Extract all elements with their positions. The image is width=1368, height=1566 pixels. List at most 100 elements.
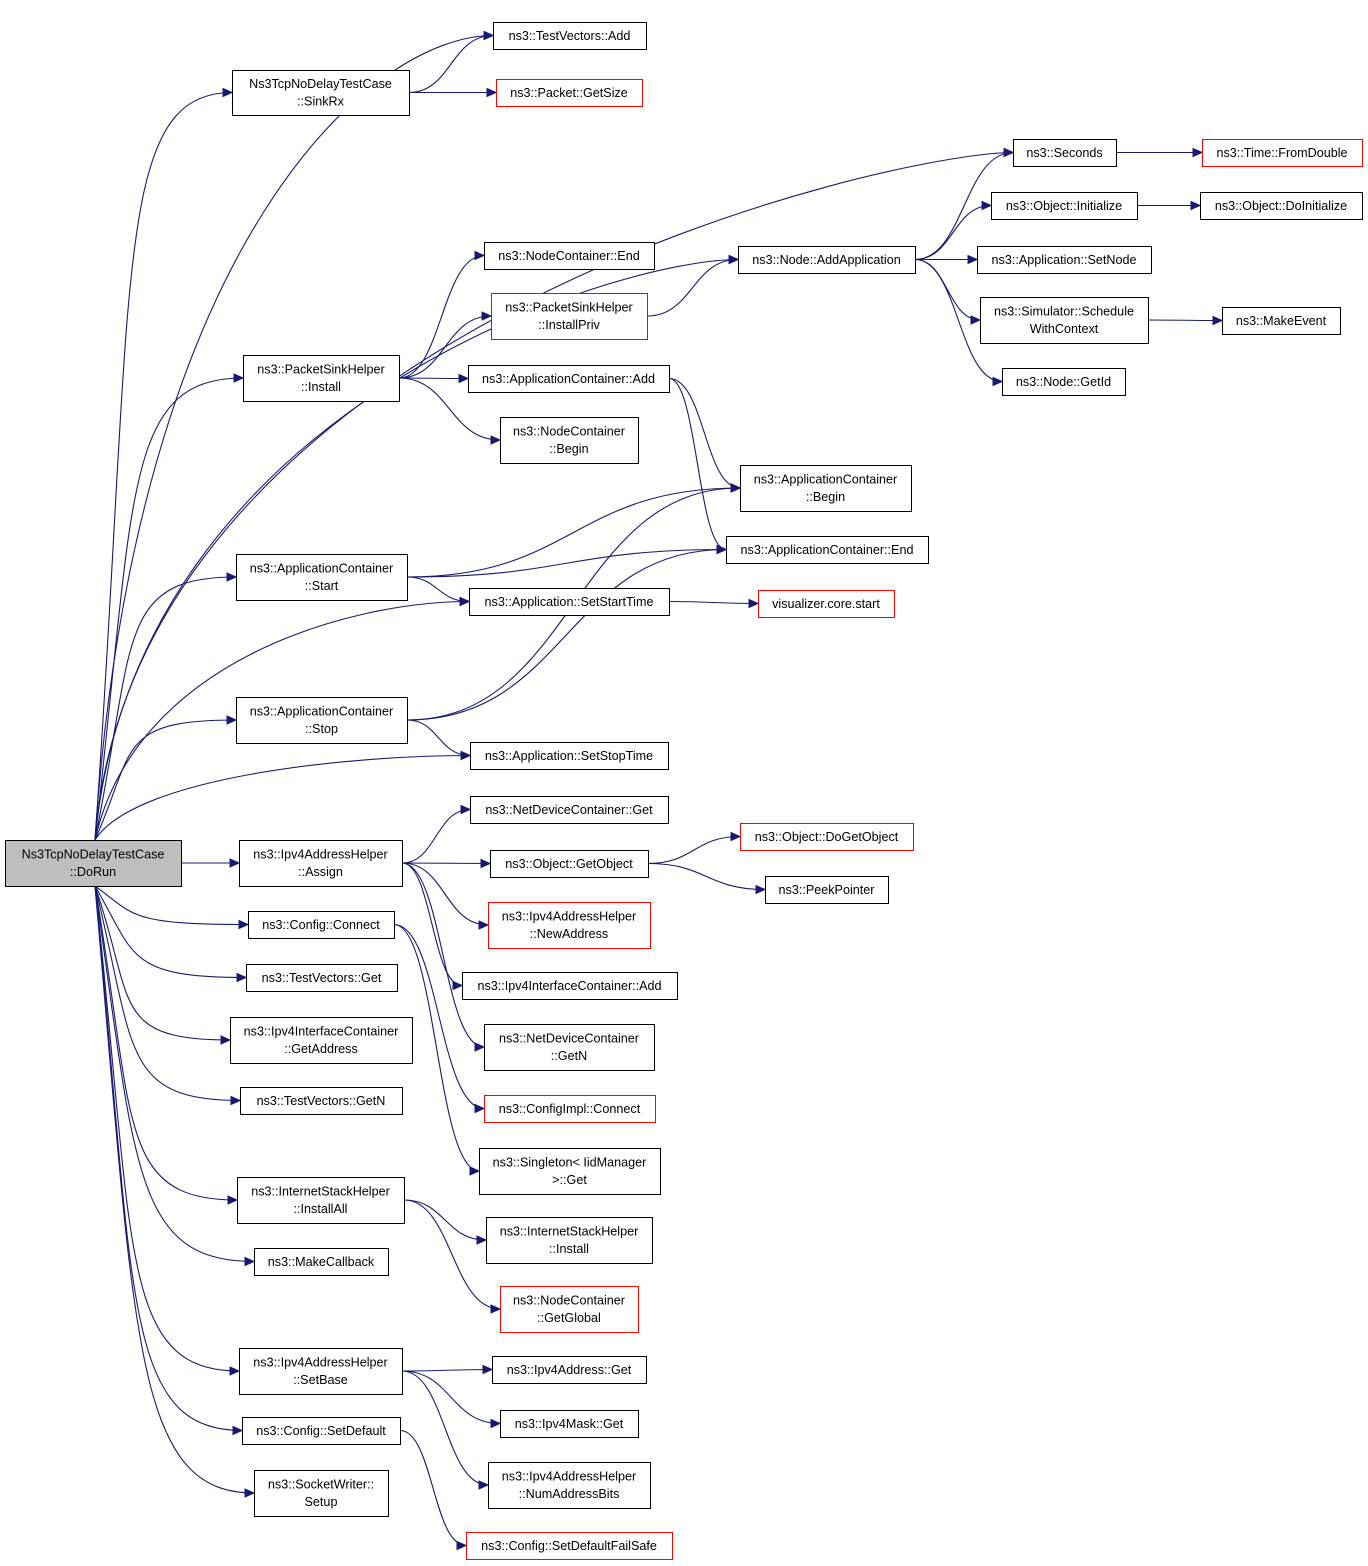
node-ndc-get-n[interactable]: ns3::NetDeviceContainer::GetN xyxy=(484,1024,655,1071)
edge-do-run-to-config-set-default xyxy=(94,885,243,1432)
node-label: ns3::Config::SetDefaultFailSafe xyxy=(481,1539,657,1553)
node-label: ns3::Ipv4AddressHelper xyxy=(502,910,636,924)
node-box xyxy=(239,1348,403,1395)
edge-iah-assign-to-obj-get-object xyxy=(401,862,491,865)
node-obj-do-initialize[interactable]: ns3::Object::DoInitialize xyxy=(1200,192,1363,220)
node-label: ::InstallAll xyxy=(294,1202,348,1216)
node-box xyxy=(243,355,400,402)
node-label: >::Get xyxy=(552,1173,587,1187)
arrowhead-obj-initialize xyxy=(981,200,993,211)
node-psh-install[interactable]: ns3::PacketSinkHelper::Install xyxy=(243,355,400,402)
node-make-event[interactable]: ns3::MakeEvent xyxy=(1222,307,1341,335)
node-box xyxy=(726,536,929,564)
node-time-from-double[interactable]: ns3::Time::FromDouble xyxy=(1202,139,1363,167)
node-node-get-id[interactable]: ns3::Node::GetId xyxy=(1002,368,1126,396)
node-ac-add[interactable]: ns3::ApplicationContainer::Add xyxy=(468,365,670,393)
node-label: ns3::ApplicationContainer xyxy=(250,705,394,719)
arrowhead-ac-end xyxy=(716,544,728,555)
arrowhead-time-from-double xyxy=(1192,147,1204,158)
node-packet-get-size[interactable]: ns3::Packet::GetSize xyxy=(496,79,643,107)
node-config-set-default-fail-safe[interactable]: ns3::Config::SetDefaultFailSafe xyxy=(466,1532,673,1560)
edge-app-set-start-time-to-viz-start xyxy=(668,600,759,605)
node-label: ::Begin xyxy=(806,490,845,504)
arrowhead-iic-get-address xyxy=(220,1035,232,1045)
node-seconds[interactable]: ns3::Seconds xyxy=(1013,139,1117,167)
node-ac-end[interactable]: ns3::ApplicationContainer::End xyxy=(726,536,929,564)
node-nc-begin[interactable]: ns3::NodeContainer::Begin xyxy=(500,417,639,464)
node-iah-num-address-bits[interactable]: ns3::Ipv4AddressHelper::NumAddressBits xyxy=(488,1462,651,1509)
edge-iah-assign-to-ndc-get-n xyxy=(401,862,485,1048)
node-box xyxy=(490,850,649,878)
node-box xyxy=(980,297,1149,344)
arrowhead-app-set-start-time xyxy=(459,596,471,607)
edge-do-run-to-ish-install-all xyxy=(94,885,238,1201)
node-box xyxy=(462,972,678,1000)
node-make-callback[interactable]: ns3::MakeCallback xyxy=(254,1248,389,1276)
node-box xyxy=(254,1248,389,1276)
node-ish-install[interactable]: ns3::InternetStackHelper::Install xyxy=(486,1217,653,1264)
arrowhead-iah-num-address-bits xyxy=(478,1480,490,1490)
node-box xyxy=(470,796,669,824)
node-label: ::Stop xyxy=(305,722,338,736)
node-ipv4-mask-get[interactable]: ns3::Ipv4Mask::Get xyxy=(500,1410,639,1438)
edge-do-run-to-make-callback xyxy=(94,885,255,1263)
node-config-impl-connect[interactable]: ns3::ConfigImpl::Connect xyxy=(484,1095,656,1123)
node-socket-writer-setup[interactable]: ns3::SocketWriter::Setup xyxy=(254,1470,389,1517)
node-box xyxy=(232,70,410,116)
node-obj-initialize[interactable]: ns3::Object::Initialize xyxy=(991,192,1138,220)
node-box xyxy=(492,1356,647,1384)
node-ac-start[interactable]: ns3::ApplicationContainer::Start xyxy=(236,554,408,601)
node-box xyxy=(242,1417,401,1445)
node-obj-get-object[interactable]: ns3::Object::GetObject xyxy=(490,850,649,878)
node-box xyxy=(500,1286,639,1333)
node-label: ns3::Singleton< IidManager xyxy=(493,1156,647,1170)
edge-do-run-to-tv-add xyxy=(94,34,494,841)
edge-iah-assign-to-iah-new-address xyxy=(401,862,489,926)
arrowhead-node-get-id xyxy=(992,376,1004,387)
node-app-set-stop-time[interactable]: ns3::Application::SetStopTime xyxy=(470,742,669,770)
node-label: ns3::Object::DoInitialize xyxy=(1215,199,1347,213)
node-peek-pointer[interactable]: ns3::PeekPointer xyxy=(765,876,889,904)
arrowhead-ipv4-address-get xyxy=(482,1364,494,1375)
node-iic-add[interactable]: ns3::Ipv4InterfaceContainer::Add xyxy=(462,972,678,1000)
node-label: ns3::Simulator::Schedule xyxy=(994,305,1134,319)
node-nc-end[interactable]: ns3::NodeContainer::End xyxy=(484,242,655,270)
edge-ac-add-to-ac-begin xyxy=(668,377,741,489)
node-app-set-node[interactable]: ns3::Application::SetNode xyxy=(977,246,1152,274)
node-app-set-start-time[interactable]: ns3::Application::SetStartTime xyxy=(469,588,670,616)
node-config-set-default[interactable]: ns3::Config::SetDefault xyxy=(242,1417,401,1445)
node-nc-get-global[interactable]: ns3::NodeContainer::GetGlobal xyxy=(500,1286,639,1333)
node-ish-install-all[interactable]: ns3::InternetStackHelper::InstallAll xyxy=(237,1177,405,1224)
node-tv-get-n[interactable]: ns3::TestVectors::GetN xyxy=(240,1087,403,1115)
node-psh-install-priv[interactable]: ns3::PacketSinkHelper::InstallPriv xyxy=(491,293,648,340)
node-iah-set-base[interactable]: ns3::Ipv4AddressHelper::SetBase xyxy=(239,1348,403,1395)
edge-ish-install-all-to-ish-install xyxy=(403,1199,487,1241)
node-node-add-application[interactable]: ns3::Node::AddApplication xyxy=(738,246,916,274)
node-ndc-get[interactable]: ns3::NetDeviceContainer::Get xyxy=(470,796,669,824)
arrowhead-ac-add xyxy=(458,373,470,384)
node-ac-begin[interactable]: ns3::ApplicationContainer::Begin xyxy=(740,465,912,512)
node-do-run[interactable]: Ns3TcpNoDelayTestCase::DoRun xyxy=(5,840,182,887)
edge-psh-install-to-psh-install-priv xyxy=(398,315,492,379)
node-tv-add[interactable]: ns3::TestVectors::Add xyxy=(493,22,647,50)
node-ipv4-address-get[interactable]: ns3::Ipv4Address::Get xyxy=(492,1356,647,1384)
arrowhead-ac-start xyxy=(226,572,238,582)
node-config-connect[interactable]: ns3::Config::Connect xyxy=(248,911,395,939)
edge-config-connect-to-singleton-get xyxy=(393,923,480,1172)
node-singleton-get[interactable]: ns3::Singleton< IidManager >::Get xyxy=(479,1148,661,1195)
arrowhead-node-add-application xyxy=(728,254,740,265)
node-iah-new-address[interactable]: ns3::Ipv4AddressHelper::NewAddress xyxy=(488,902,651,949)
node-sink-rx[interactable]: Ns3TcpNoDelayTestCase::SinkRx xyxy=(232,70,410,116)
node-ac-stop[interactable]: ns3::ApplicationContainer::Stop xyxy=(236,697,408,744)
node-box xyxy=(484,1024,655,1071)
node-label: ns3::Ipv4Address::Get xyxy=(507,1363,632,1377)
node-box xyxy=(466,1532,673,1560)
node-obj-do-get-object[interactable]: ns3::Object::DoGetObject xyxy=(740,823,914,851)
node-iah-assign[interactable]: ns3::Ipv4AddressHelper::Assign xyxy=(239,840,403,887)
arrowhead-make-callback xyxy=(244,1256,256,1267)
node-viz-start[interactable]: visualizer.core.start xyxy=(758,590,895,618)
node-iic-get-address[interactable]: ns3::Ipv4InterfaceContainer::GetAddress xyxy=(230,1017,413,1064)
node-tv-get[interactable]: ns3::TestVectors::Get xyxy=(246,964,398,992)
